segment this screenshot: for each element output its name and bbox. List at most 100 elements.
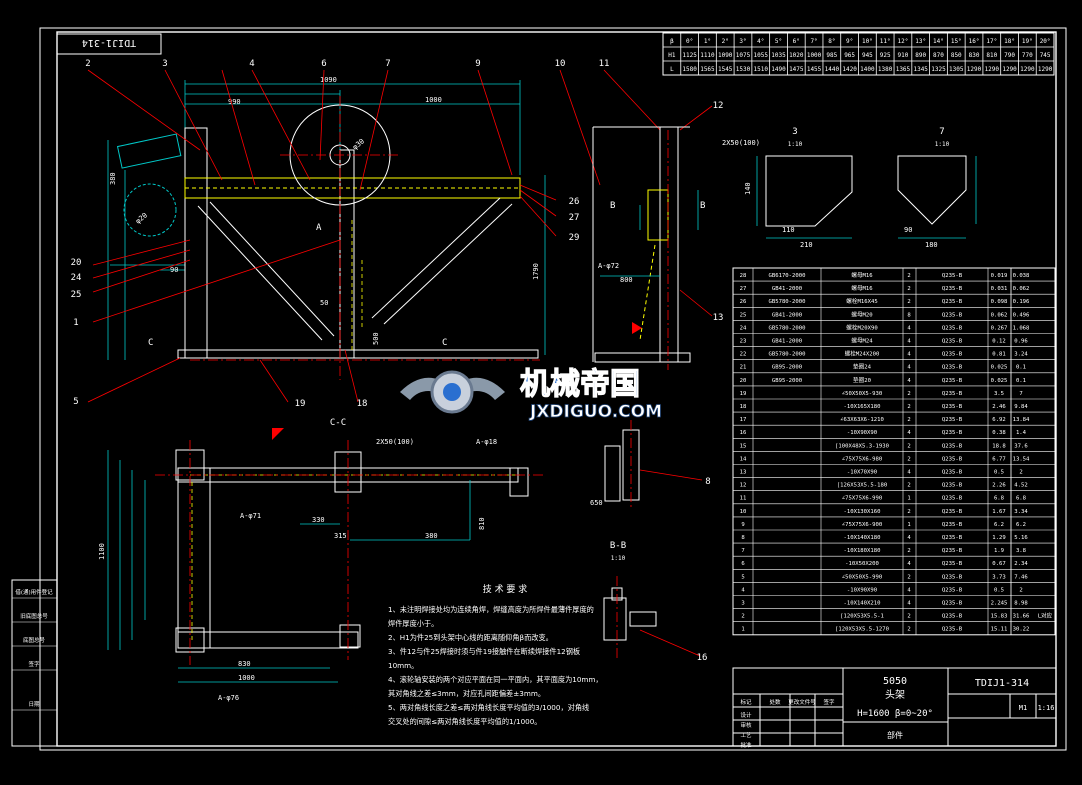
dim-1000b: 1000 [238,674,255,682]
bom-cell: 2 [907,509,910,515]
bom-cell: 2.46 [992,404,1005,410]
angle-table-cell: 4° [757,38,764,45]
tech-req-line: 其对角线之差≤3mm，对应孔间距偏差±3mm。 [388,689,545,698]
angle-table-cell: 925 [880,52,891,59]
angle-table-cell: H1 [668,52,676,59]
bom-cell: 3.8 [1016,548,1027,554]
bom-cell: Q235-B [942,312,963,318]
bom-cell: 0.38 [992,430,1006,436]
bom-cell: 21 [740,365,747,371]
balloon-label: 4 [249,59,254,69]
bom-cell: 0.5 [994,587,1004,593]
bom-cell: ∠75X75X6-900 [842,522,882,528]
bom-cell: GB5780-2000 [768,299,805,305]
angle-table-cell: 13° [915,38,926,45]
bom-cell: 7.46 [1014,574,1027,580]
bom-cell: GB41-2000 [772,339,802,345]
bom-cell: Q235-B [942,627,963,633]
balloon-label: 16 [697,653,708,663]
bom-cell: Q235-B [942,522,963,528]
tech-req-line: 10mm。 [388,661,418,670]
bom-cell: 2 [907,391,910,397]
bom-cell: GB41-2000 [772,286,802,292]
tech-req-title: 技 术 要 求 [483,583,528,595]
bom-cell: -10X50X200 [845,561,879,567]
balloon-label: 13 [713,313,724,323]
bom-cell: 4 [907,352,911,358]
title-label: 更改文件号 [788,698,816,706]
bom-cell: 18.8 [992,443,1006,449]
bom-cell: Q235-B [942,561,963,567]
angle-table-cell: 9° [846,38,853,45]
bom-cell: 3.73 [992,574,1005,580]
angle-table-cell: 770 [1022,52,1033,59]
angle-table-cell: 1475 [789,66,804,73]
bom-cell: Q235-B [942,574,963,580]
tech-req-line: 3、件12与件25焊接时须与件19接触件在断续焊接件12钢板 [388,647,580,656]
dim-330: 330 [312,516,325,524]
dim-50: 50 [320,299,328,307]
bom-cell: 30.22 [1013,627,1030,633]
bom-cell: 6.8 [1016,496,1027,502]
weld-symbol-side: 2X50(100) [722,139,760,147]
bom-cell: 1.068 [1013,325,1030,331]
title-spec: H=1600 β=0~20° [857,709,933,719]
dim-380: 380 [109,172,117,185]
angle-table-cell: 1305 [949,66,964,73]
bom-cell: 0.1 [1016,365,1026,371]
bom-cell: 1 [907,522,910,528]
bom-cell: 5 [741,574,744,580]
bom-cell: 7 [741,548,744,554]
angle-table-cell: 15° [951,38,962,45]
bom-cell: ∠75X75X6-980 [842,456,882,462]
label-A-front: A [316,223,322,233]
bom-cell: 2 [907,417,910,423]
dim-315: 315 [334,532,347,540]
bom-cell: 6 [741,561,744,567]
bom-cell: 7 [1019,391,1022,397]
title-label: 签字 [823,698,835,706]
angle-table-cell: 3° [739,38,746,45]
bom-cell: 4 [907,561,911,567]
angle-table-cell: 1° [704,38,711,45]
bom-cell: Q235-B [942,404,963,410]
angle-table-cell: 850 [951,52,962,59]
bom-cell: 0.025 [991,378,1008,384]
bom-cell: 4 [907,365,911,371]
bom-cell: 0.062 [991,312,1008,318]
angle-table-cell: 790 [1004,52,1015,59]
bom-cell: Q235-B [942,352,963,358]
bom-cell: 20 [740,378,747,384]
bom-cell: 27 [740,286,747,292]
balloon-label: 12 [713,101,724,111]
dim-110: 110 [782,226,795,234]
bom-cell: 15.83 [991,614,1008,620]
bom-cell: 16 [740,430,747,436]
bom-cell: 13.84 [1013,417,1030,423]
detail-7-label: 7 [939,127,944,137]
angle-table-cell: 16° [969,38,980,45]
angle-table-cell: 1365 [896,66,911,73]
bom-cell: 2 [907,627,910,633]
section-bb-scale: 1:10 [611,555,626,562]
angle-table-cell: 1290 [985,66,1000,73]
bom-cell: 2 [907,548,910,554]
label-B-left: B [610,201,615,211]
bom-cell: Q235-B [942,417,963,423]
balloon-label: 2 [85,59,90,69]
angle-table-cell: 20° [1040,38,1051,45]
bom-cell: GB95-2000 [772,365,802,371]
angle-table-cell: 1490 [771,66,786,73]
bom-cell: 13.54 [1013,456,1030,462]
balloon-label: 18 [357,399,368,409]
balloon-label: 10 [555,59,566,69]
dim-aphi72: A-φ72 [598,262,619,270]
angle-table-cell: 910 [898,52,909,59]
top-drawing-number-box: TDIJ1-314 [56,33,162,55]
bom-cell: GB95-2000 [772,378,802,384]
angle-table-cell: 810 [986,52,997,59]
angle-table-cell: 945 [862,52,873,59]
